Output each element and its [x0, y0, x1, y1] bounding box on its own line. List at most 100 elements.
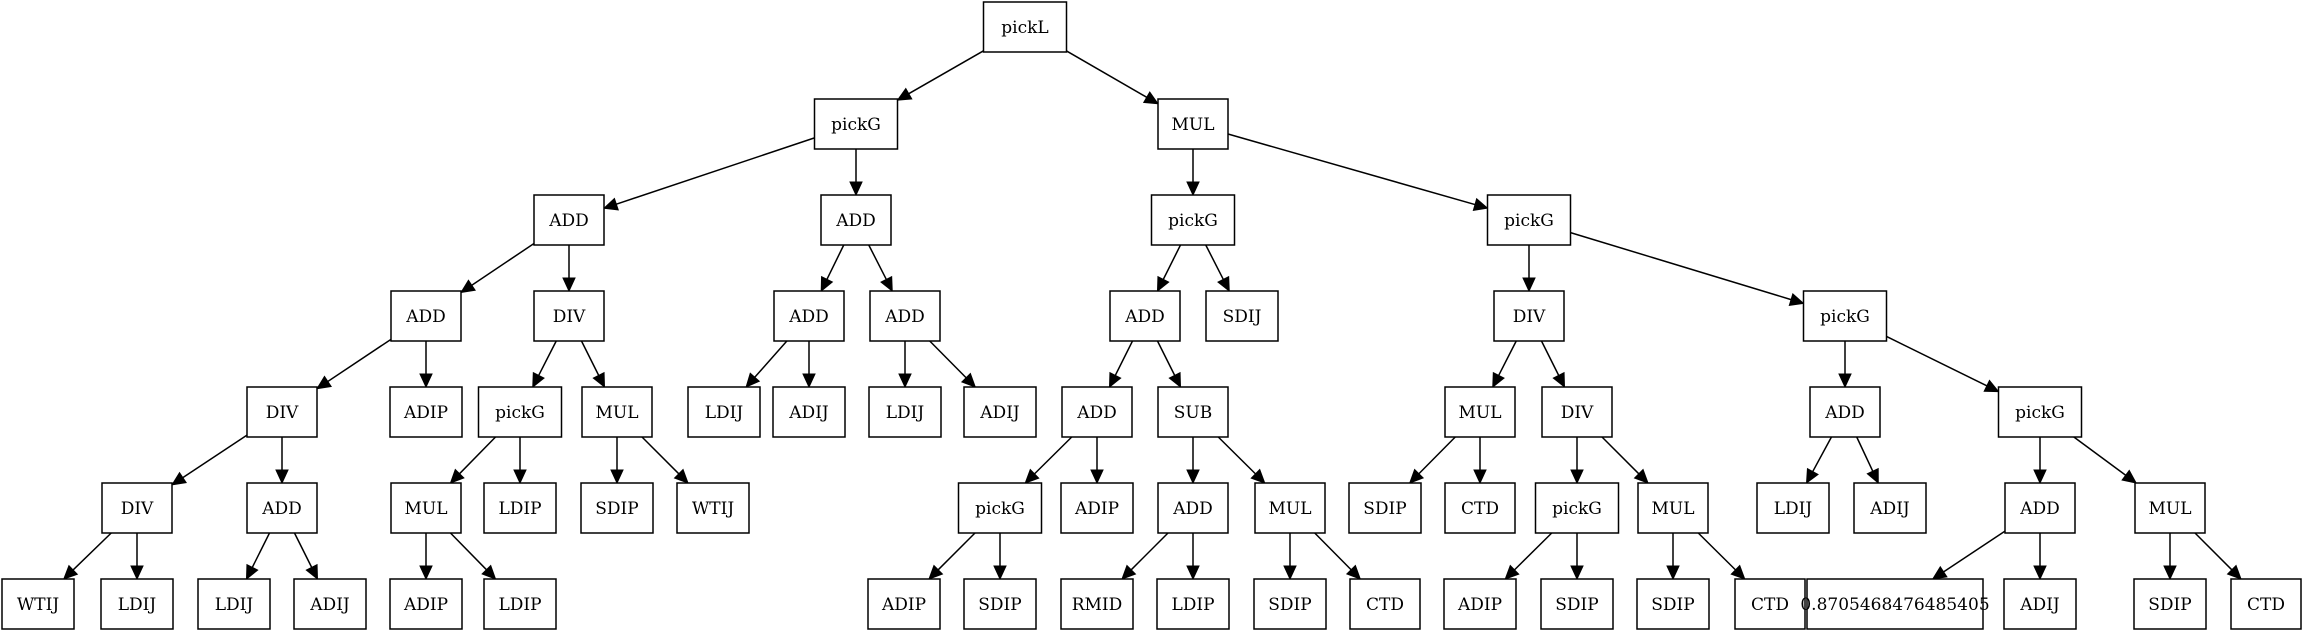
edge-n18-n34: [641, 436, 680, 475]
node-pickg: pickG: [477, 386, 563, 438]
edge-n13-n25: [1498, 340, 1517, 376]
arrowhead-icon: [275, 469, 289, 485]
node-adip: ADIP: [389, 578, 463, 630]
node-box: [1205, 290, 1279, 342]
node-ctd: CTD: [1349, 578, 1421, 630]
node-box: [1254, 482, 1326, 534]
node-label: CTD: [1366, 595, 1404, 615]
arrowhead-icon: [1805, 467, 1819, 485]
tree-edges: [62, 50, 2242, 581]
arrowhead-icon: [130, 565, 144, 581]
arrowhead-icon: [1473, 469, 1487, 485]
node-label: ADD: [1076, 403, 1117, 423]
node-label: ADIJ: [2019, 595, 2060, 615]
node-label: MUL: [404, 499, 447, 519]
node-pickg: pickG: [1997, 386, 2083, 438]
node-label: ADIJ: [788, 403, 829, 423]
node-mul: MUL: [581, 386, 653, 438]
node-pickg: pickG: [1802, 290, 1888, 342]
arrowhead-icon: [1570, 469, 1584, 485]
node-box: [1809, 386, 1881, 438]
edge-n25-n39: [1418, 436, 1456, 475]
node-mul: MUL: [1637, 482, 1709, 534]
node-label: SDIP: [595, 499, 638, 519]
node-ldij: LDIJ: [868, 386, 942, 438]
node-label: ADD: [835, 211, 876, 231]
arrowhead-icon: [2033, 469, 2047, 485]
node-label: SDIP: [2148, 595, 2191, 615]
node-box: [389, 386, 463, 438]
node-div: DIV: [101, 482, 173, 534]
node-add: ADD: [246, 482, 318, 534]
arrowhead-icon: [592, 371, 606, 389]
node-add: ADD: [390, 290, 462, 342]
node-label: ADIJ: [1869, 499, 1910, 519]
node-label: SDIP: [1651, 595, 1694, 615]
node-wtij: WTIJ: [676, 482, 750, 534]
node-sdip: SDIP: [1540, 578, 1614, 630]
node-label: ADD: [2019, 499, 2060, 519]
node-div: DIV: [1541, 386, 1613, 438]
node-box: [772, 386, 846, 438]
node-box: [483, 578, 557, 630]
node-box: [1061, 386, 1133, 438]
node-label: SDIP: [1363, 499, 1406, 519]
node-label: SDIP: [1268, 595, 1311, 615]
node-sdip: SDIP: [1348, 482, 1422, 534]
node-label: ADD: [788, 307, 829, 327]
node-adij: ADIJ: [1853, 482, 1927, 534]
node-pickg: pickG: [1534, 482, 1620, 534]
node-box: [1637, 482, 1709, 534]
node-box: [676, 482, 750, 534]
node-box: [1534, 482, 1620, 534]
node-label: SUB: [1174, 403, 1212, 423]
edge-n27-n43: [1812, 436, 1833, 472]
node-label: SDIP: [978, 595, 1021, 615]
edge-n5-n11: [1162, 244, 1182, 280]
arrowhead-icon: [316, 375, 332, 390]
arrowhead-icon: [1142, 91, 1160, 105]
edge-n41-n59: [1513, 532, 1553, 571]
arrowhead-icon: [1024, 468, 1040, 484]
edge-n26-n42: [1601, 436, 1640, 475]
edge-n8-n18: [580, 340, 600, 376]
edge-n27-n44: [1856, 436, 1874, 472]
arrowhead-icon: [1633, 468, 1649, 484]
arrowhead-icon: [1186, 181, 1200, 197]
arrowhead-icon: [898, 373, 912, 389]
node-box: [390, 482, 462, 534]
node-ldip: LDIP: [483, 482, 557, 534]
node-label: LDIJ: [1774, 499, 1813, 519]
node-box: [197, 578, 271, 630]
arrowhead-icon: [2121, 469, 2138, 484]
node-add: ADD: [773, 290, 845, 342]
node-label: pickG: [1504, 211, 1554, 231]
node-add: ADD: [533, 194, 605, 246]
edge-n9-n19: [754, 340, 788, 378]
node-add: ADD: [2004, 482, 2076, 534]
node-box: [1802, 290, 1888, 342]
arrowhead-icon: [1666, 565, 1680, 581]
arrowhead-icon: [896, 87, 913, 101]
node-box: [1156, 578, 1230, 630]
node-label: MUL: [1268, 499, 1311, 519]
edge-n29-n47: [72, 532, 112, 571]
node-label: DIV: [121, 499, 154, 519]
node-label: pickL: [1001, 18, 1048, 38]
node-label: ADIP: [1074, 499, 1119, 519]
arrowhead-icon: [1408, 468, 1425, 484]
node-pickg: pickG: [957, 482, 1043, 534]
node-label: ADIJ: [309, 595, 350, 615]
node-box: [1348, 482, 1422, 534]
edge-n23-n35: [1033, 436, 1073, 475]
node-box: [533, 194, 605, 246]
edge-n11-n24: [1156, 340, 1176, 376]
node-label: ADIP: [403, 595, 448, 615]
node-box: [1157, 386, 1229, 438]
node-box: [1109, 290, 1181, 342]
node-box: [1756, 482, 1830, 534]
arrowhead-icon: [460, 279, 476, 294]
arrowhead-icon: [1121, 564, 1137, 580]
node-label: pickG: [1552, 499, 1602, 519]
node-ctd: CTD: [1444, 482, 1516, 534]
